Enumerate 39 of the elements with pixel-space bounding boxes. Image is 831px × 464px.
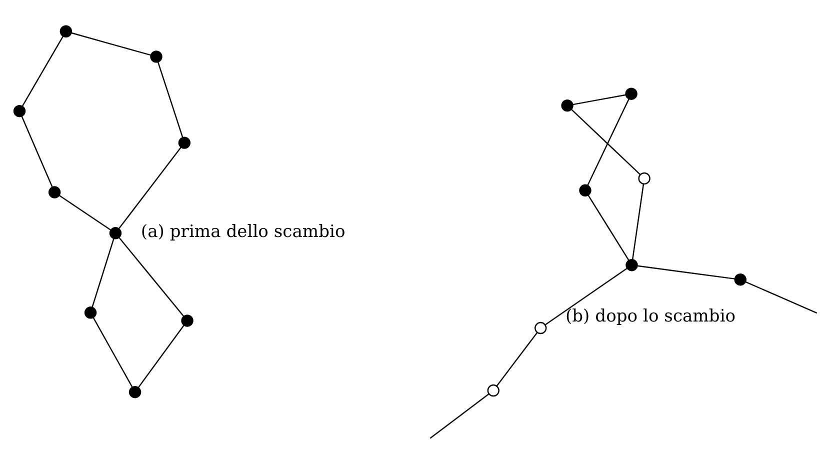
node-circle: [734, 273, 746, 286]
node-circle: [638, 172, 650, 184]
node-circle: [624, 87, 637, 100]
node-circle: [486, 384, 499, 396]
label: (b) dopo lo scambio: [564, 306, 736, 326]
connector: [138, 324, 184, 388]
connector: [587, 194, 629, 260]
connector: [118, 146, 181, 228]
connector: [91, 238, 114, 307]
connector: [631, 184, 644, 259]
node-circle: [128, 386, 141, 398]
connector: [496, 332, 538, 386]
connector: [21, 36, 63, 106]
label: (a) prima dello scambio: [140, 222, 345, 242]
connector: [58, 194, 111, 230]
node-circle: [150, 50, 162, 62]
node-circle: [180, 314, 193, 326]
node-circle: [48, 186, 60, 198]
connector: [744, 280, 817, 314]
node-circle: [108, 226, 122, 239]
connector: [92, 316, 132, 387]
connector: [118, 236, 184, 316]
connector: [20, 116, 52, 187]
node-circle: [625, 258, 638, 271]
connector: [70, 32, 150, 56]
node-circle: [178, 136, 190, 148]
connector: [637, 264, 734, 279]
node-circle: [12, 104, 26, 117]
connector: [572, 94, 626, 105]
connector: [586, 98, 629, 185]
connector: [570, 108, 640, 174]
connector: [156, 61, 183, 137]
node-circle: [534, 321, 546, 334]
connector: [544, 267, 627, 325]
node-circle: [560, 98, 573, 112]
node-circle: [59, 24, 72, 37]
connector: [429, 393, 489, 438]
node-circle: [84, 306, 96, 318]
node-circle: [578, 184, 591, 196]
